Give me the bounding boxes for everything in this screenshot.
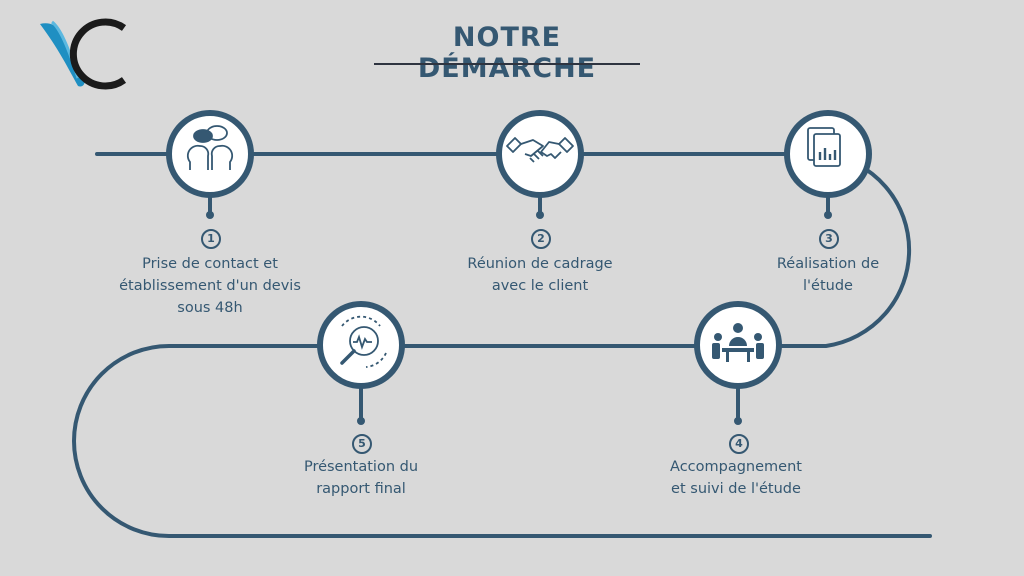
documents-chart-icon	[807, 127, 841, 167]
step-3-node	[784, 110, 872, 198]
step-2-label: Réunion de cadrage avec le client	[467, 256, 613, 294]
vc-logo	[40, 18, 127, 90]
discussion-heads-icon	[186, 125, 234, 170]
title-underline	[374, 63, 640, 65]
step-5-label: Présentation du rapport final	[303, 459, 419, 497]
step-4-node	[694, 301, 782, 389]
handshake-icon	[506, 137, 574, 163]
step-2-node	[496, 110, 584, 198]
step-5-number: 5	[352, 434, 372, 454]
step-4-number: 4	[729, 434, 749, 454]
magnifier-analysis-icon	[340, 315, 387, 368]
step-1-label: Prise de contact et établissement d'un d…	[119, 256, 301, 316]
step-1-number: 1	[201, 229, 221, 249]
step-3-number: 3	[819, 229, 839, 249]
step-3-label: Réalisation de l'étude	[776, 256, 880, 294]
page-title: NOTRE DÉMARCHE	[417, 22, 597, 84]
step-4-label: Accompagnement et suivi de l'étude	[670, 459, 802, 497]
step-1-node	[166, 110, 254, 198]
meeting-table-icon	[712, 323, 764, 362]
step-2-number: 2	[531, 229, 551, 249]
step-5-node	[317, 301, 405, 389]
